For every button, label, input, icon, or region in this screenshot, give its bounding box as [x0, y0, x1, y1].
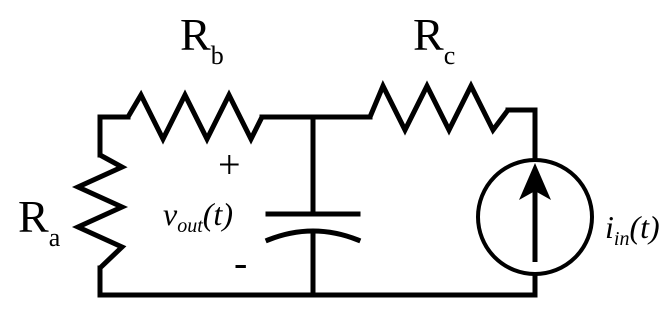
- wire-top-right: [505, 107, 538, 163]
- wires: [97, 107, 538, 298]
- label-rb: Rb: [180, 9, 224, 70]
- resistor-ra: [71, 152, 129, 270]
- label-vout-subscript: out: [177, 215, 203, 237]
- label-vout-symbol: v: [163, 196, 178, 232]
- label-rb-letter: R: [180, 9, 211, 60]
- capacitor: [264, 211, 362, 244]
- label-rc-subscript: c: [444, 41, 456, 70]
- wire-bottom: [97, 265, 538, 298]
- label-vout: vout(t): [163, 196, 233, 237]
- label-iin-symbol: i: [605, 209, 614, 245]
- wire-top-left: [97, 114, 131, 158]
- resistor-rb: [125, 89, 265, 145]
- capacitor-plus-sign: +: [218, 142, 241, 187]
- labels: Ra Rb Rc + - vout(t) iin(t): [18, 9, 660, 285]
- arrow-head-icon: [519, 163, 551, 200]
- label-iin: iin(t): [605, 209, 660, 250]
- label-rc-letter: R: [413, 9, 444, 60]
- label-ra: Ra: [18, 191, 61, 252]
- label-ra-letter: R: [18, 191, 49, 242]
- label-iin-suffix: (t): [629, 209, 659, 245]
- current-source: [476, 158, 594, 276]
- label-ra-subscript: a: [49, 223, 61, 252]
- label-rb-subscript: b: [211, 41, 224, 70]
- label-rc: Rc: [413, 9, 455, 70]
- capacitor-minus-sign: -: [234, 240, 247, 285]
- label-vout-suffix: (t): [203, 196, 233, 232]
- capacitor-plate-bottom: [264, 228, 362, 244]
- resistor-rc: [367, 80, 510, 136]
- label-iin-subscript: in: [614, 228, 630, 250]
